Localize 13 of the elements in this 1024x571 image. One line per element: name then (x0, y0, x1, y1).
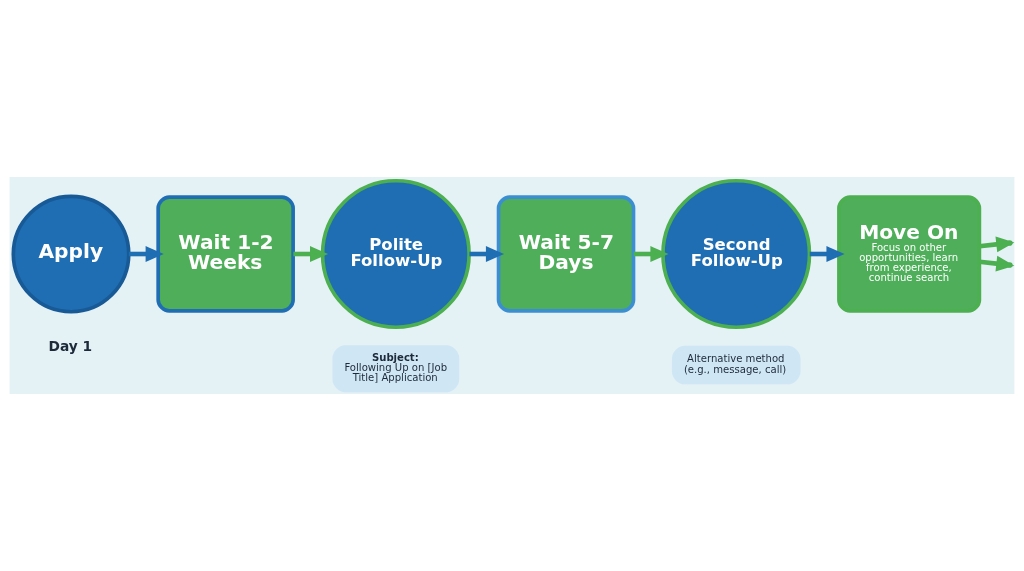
node-circle: Polite Follow-Up (320, 178, 471, 330)
arrow (633, 246, 669, 262)
node-circle: Apply (11, 194, 131, 314)
node-box: Wait 5-7 Days (496, 195, 636, 313)
node-box: Subject: Following Up on [Job Title] Application (332, 345, 460, 393)
arrow (128, 246, 164, 262)
node-box: Move On Focus on other opportunities, learn from experience, continue search (837, 195, 982, 313)
arrow (469, 246, 505, 262)
node-box: Wait 1-2 Weeks (156, 195, 295, 313)
arrow (809, 246, 845, 262)
node-label: Day 1 (48, 337, 93, 354)
arrow (293, 246, 329, 262)
node-circle: Second Follow-Up (661, 178, 812, 330)
